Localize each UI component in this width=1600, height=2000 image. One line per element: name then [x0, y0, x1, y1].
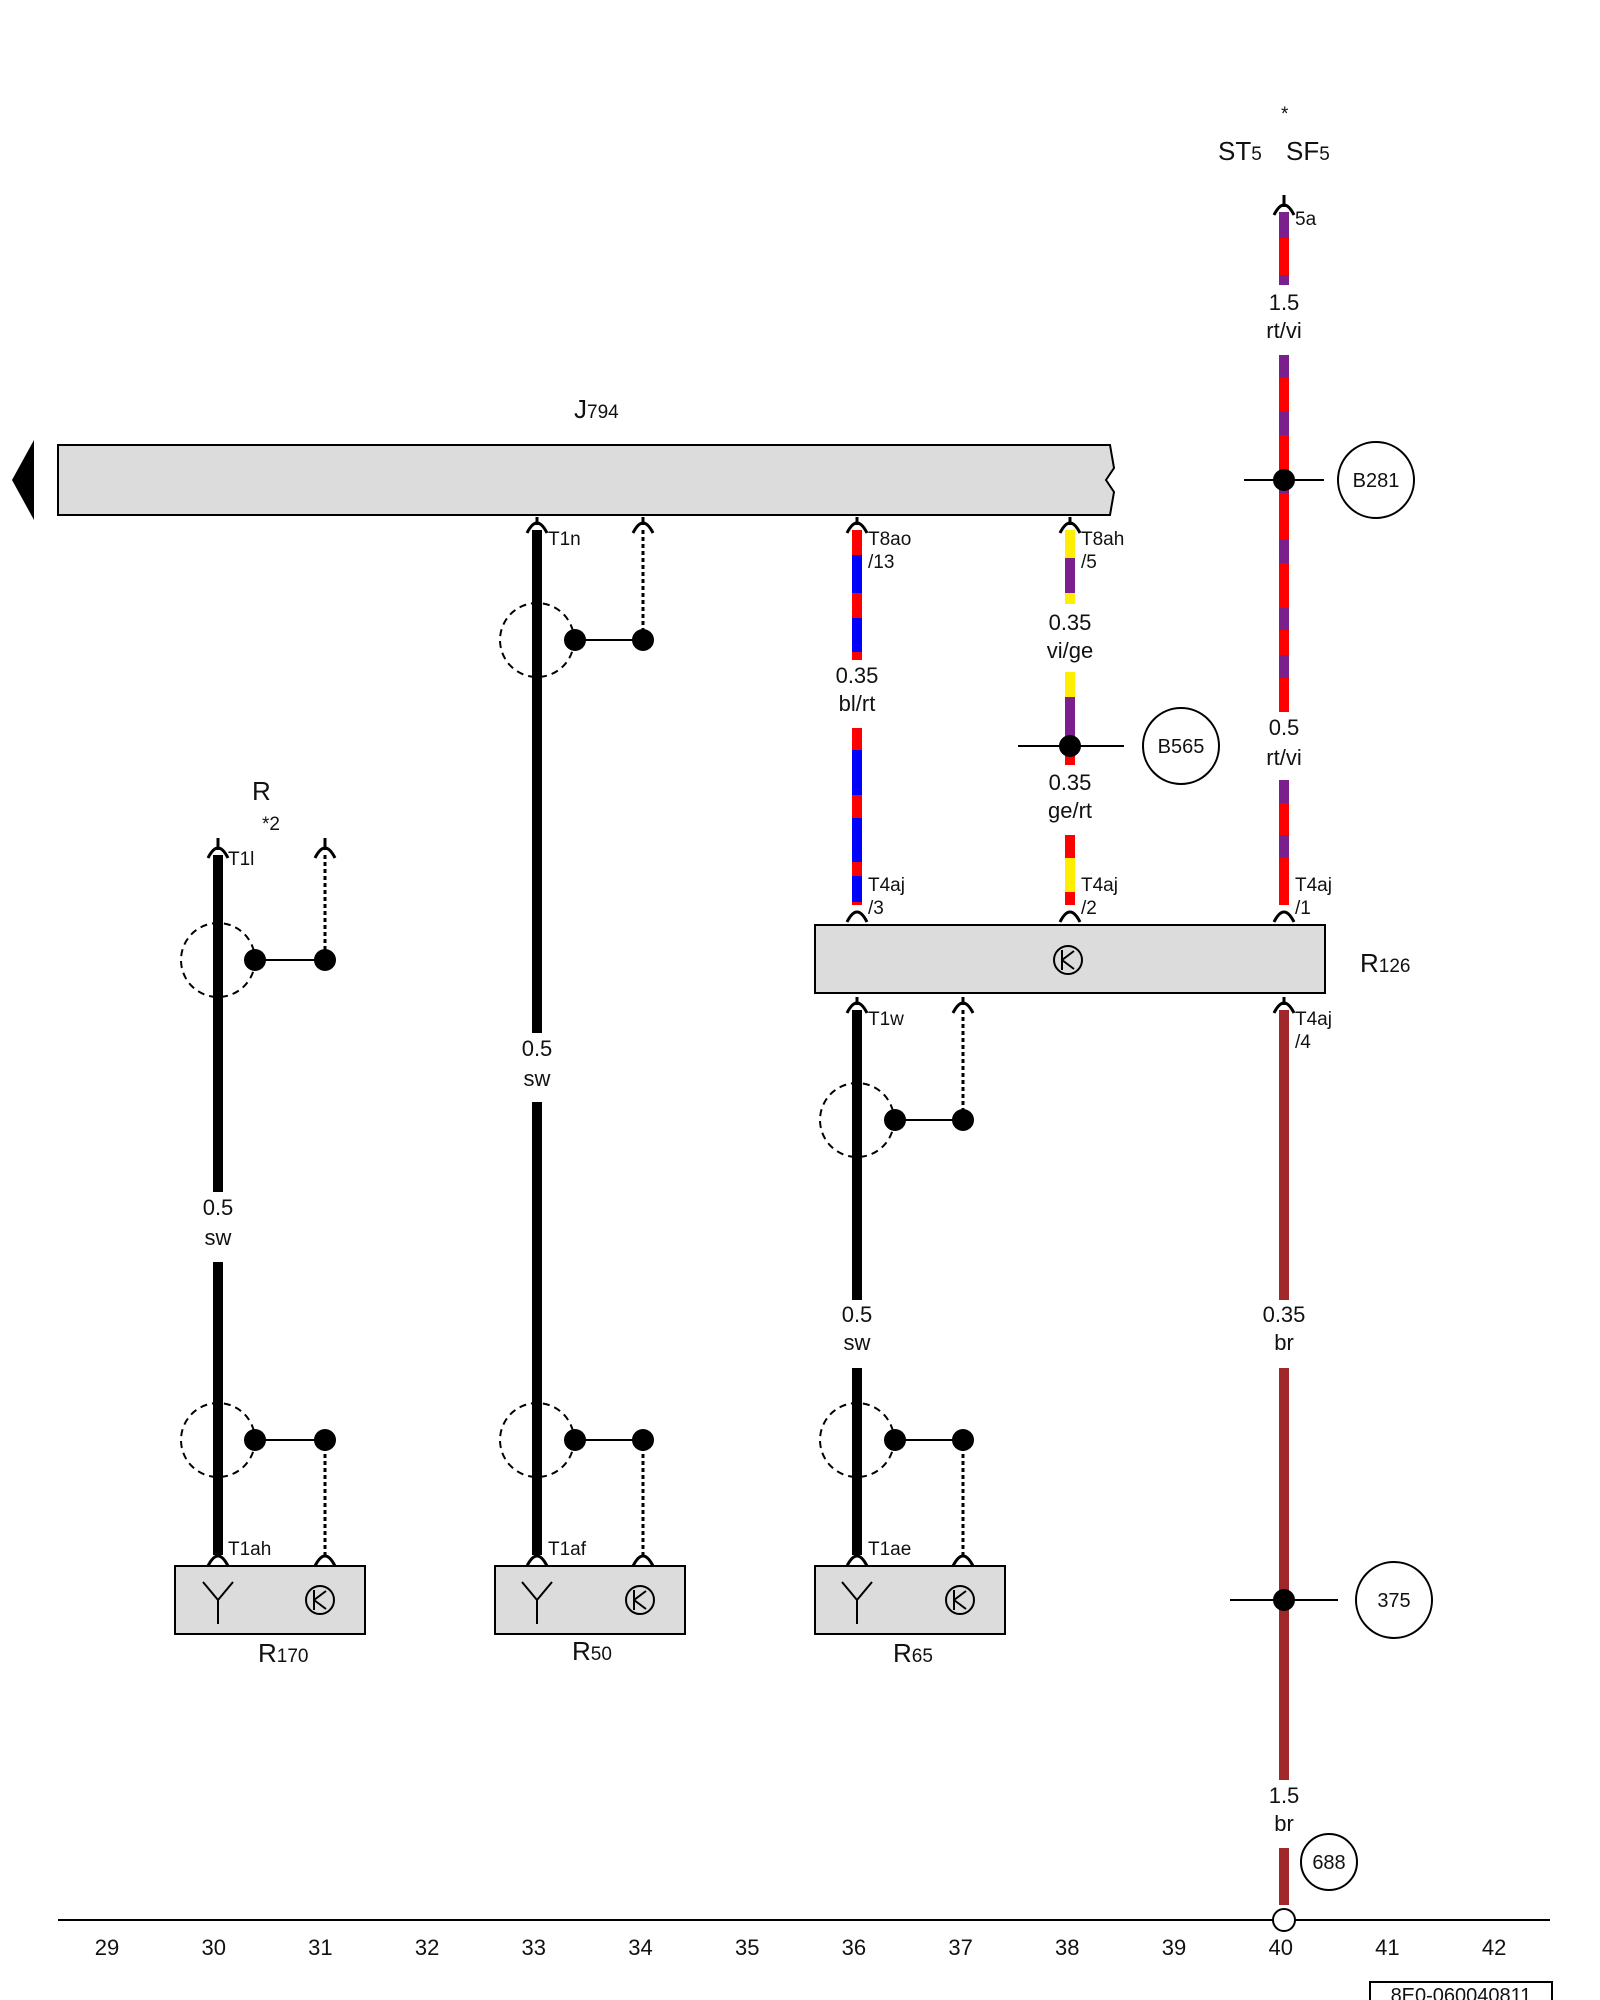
scale-number: 32 [415, 1935, 439, 1960]
scale-number: 41 [1375, 1935, 1399, 1960]
pin-t4aj-1: T4aj [1295, 875, 1332, 896]
wire-size: 0.5 [1269, 715, 1300, 740]
pin-t8ao-sub: /13 [868, 552, 894, 573]
r65-box [814, 1565, 1006, 1635]
wire-size: 0.35 [836, 663, 879, 688]
scale-number: 30 [201, 1935, 225, 1960]
scale-number: 38 [1055, 1935, 1079, 1960]
connection-b281-label: B281 [1353, 470, 1400, 492]
sensor-icon [305, 1585, 335, 1615]
scale-number: 37 [948, 1935, 972, 1960]
scale-number: 34 [628, 1935, 652, 1960]
wire-color: sw [524, 1066, 551, 1091]
pin-t4aj-3-sub: /3 [868, 898, 884, 919]
scale-number: 42 [1482, 1935, 1506, 1960]
pin-t8ah-sub: /5 [1081, 552, 1097, 573]
r126-box [814, 924, 1326, 994]
pin-t1w: T1w [868, 1009, 904, 1030]
fuse-st5-label: ST5 [1218, 136, 1262, 166]
sensor-icon [625, 1585, 655, 1615]
pin-t1l: T1l [228, 849, 254, 870]
pin-t1n: T1n [548, 529, 581, 550]
r50-box [494, 1565, 686, 1635]
wire-color: ge/rt [1048, 798, 1092, 823]
r126-label: R126 [1360, 948, 1410, 978]
wire-size: 0.5 [203, 1195, 234, 1220]
r-component-note: *2 [262, 814, 280, 835]
wire-color: rt/vi [1266, 745, 1301, 770]
wire-color: sw [205, 1225, 232, 1250]
pin-t4aj-3: T4aj [868, 875, 905, 896]
pin-t1ah: T1ah [228, 1539, 271, 1560]
wire-size: 0.5 [522, 1036, 553, 1061]
ground-connection-688-label: 688 [1312, 1852, 1345, 1874]
fuse-sf5-label: SF5 [1286, 136, 1330, 166]
antenna-icon [841, 1581, 873, 1624]
pin-t4aj-2-sub: /2 [1081, 898, 1097, 919]
circuit-r65: T1w 0.5 sw T1ae R65 [814, 997, 1006, 1668]
pin-t8ah: T8ah [1081, 529, 1124, 550]
antenna-icon [202, 1581, 234, 1624]
connection-375-label: 375 [1377, 1590, 1410, 1612]
scale-number: 39 [1162, 1935, 1186, 1960]
wire-size: 0.35 [1263, 1302, 1306, 1327]
pin-t4aj-4: T4aj [1295, 1009, 1332, 1030]
control-unit-j794: J794 [12, 394, 1116, 520]
component-r126: R126 [814, 924, 1410, 994]
sensor-icon [1053, 945, 1083, 975]
j794-label: J794 [574, 394, 619, 424]
pin-t1ae: T1ae [868, 1539, 911, 1560]
doc-id-box: 8E0-060040811 [1369, 1981, 1553, 2000]
pin-t4aj-4-sub: /4 [1295, 1032, 1311, 1053]
r-component-label: R [252, 776, 271, 806]
wire-color: bl/rt [839, 691, 876, 716]
r170-label: R170 [258, 1638, 308, 1668]
pin-t8ao: T8ao [868, 529, 911, 550]
pin-t1af: T1af [548, 1539, 587, 1560]
connection-375 [1355, 1561, 1433, 1639]
circuit-r50: T1n 0.5 sw T1af R50 [494, 517, 686, 1666]
wire-color: br [1274, 1330, 1294, 1355]
r65-label: R65 [893, 1638, 933, 1668]
scale-number: 31 [308, 1935, 332, 1960]
wire-size: 1.5 [1269, 1783, 1300, 1808]
r50-label: R50 [572, 1636, 612, 1666]
wire-size: 0.35 [1049, 610, 1092, 635]
connection-b565 [1142, 707, 1220, 785]
wire-column-40: B281 5a 1.5 rt/vi 0.5 rt/vi T4aj /1 T4aj… [1230, 195, 1433, 1905]
pin-5a: 5a [1295, 209, 1317, 230]
scale-number: 36 [842, 1935, 866, 1960]
pin-t4aj-1-sub: /1 [1295, 898, 1311, 919]
pin-t4aj-2: T4aj [1081, 875, 1118, 896]
scale-number: 33 [522, 1935, 546, 1960]
column-scale: 29 30 31 32 33 34 35 36 37 38 39 40 41 42 [95, 1935, 1507, 1960]
wire-color: br [1274, 1811, 1294, 1836]
wire-size: 0.5 [842, 1302, 873, 1327]
ground-rail [58, 1908, 1550, 1932]
wire-bl-rt: T8ao /13 0.35 bl/rt T4aj /3 [836, 517, 911, 923]
doc-id: 8E0-060040811 [1391, 1985, 1532, 2000]
fuse-labels: ST5 SF5 * [1218, 104, 1330, 166]
ground-connection-688 [1300, 1833, 1358, 1891]
circuit-r170: R *2 T1l 0.5 sw T1ah R170 [174, 776, 366, 1668]
wire-color: rt/vi [1266, 318, 1301, 343]
fuse-star-note: * [1281, 104, 1289, 125]
scale-number: 35 [735, 1935, 759, 1960]
wire-color: sw [844, 1330, 871, 1355]
wire-vi-ge-ge-rt: T8ah /5 0.35 vi/ge 0.35 ge/rt B565 T4aj … [1018, 517, 1220, 923]
wire-size: 0.35 [1049, 770, 1092, 795]
connection-b565-label: B565 [1158, 736, 1205, 758]
scale-number: 40 [1268, 1935, 1292, 1960]
connection-b281 [1337, 441, 1415, 519]
antenna-icon [521, 1581, 553, 1624]
sensor-icon [945, 1585, 975, 1615]
wire-size: 1.5 [1269, 290, 1300, 315]
wire-color: vi/ge [1047, 638, 1093, 663]
r170-box [174, 1565, 366, 1635]
scale-number: 29 [95, 1935, 119, 1960]
